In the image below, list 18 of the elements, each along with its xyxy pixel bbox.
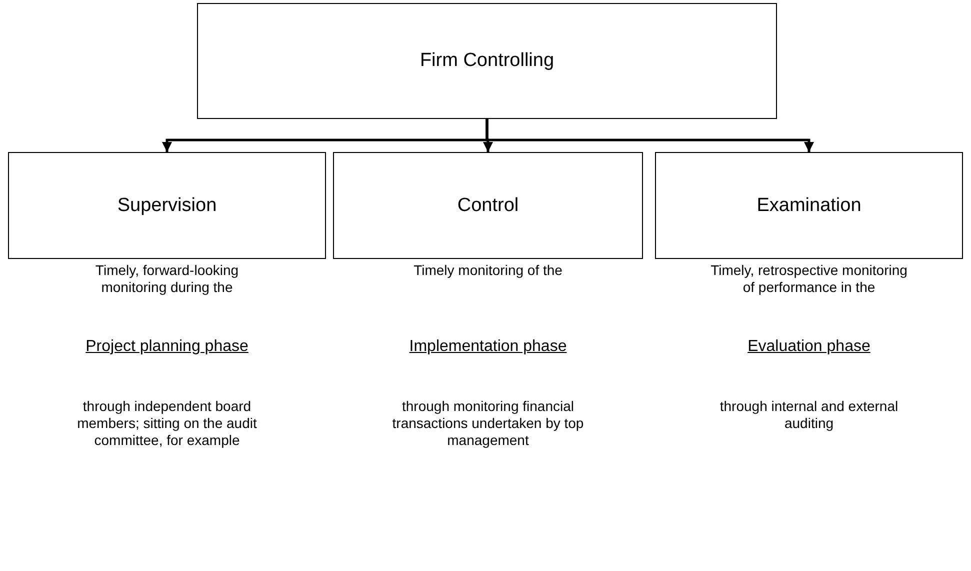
- box-title: Examination: [756, 194, 862, 216]
- method-text: through internal and external auditing: [718, 398, 900, 432]
- phase-heading: Project planning phase: [84, 338, 250, 355]
- process-box: [655, 152, 963, 259]
- box-title: Control: [457, 194, 519, 216]
- description-text: Timely monitoring of the: [412, 262, 564, 279]
- description-text: Timely, forward-looking monitoring during the: [94, 262, 240, 296]
- process-box: [333, 152, 643, 259]
- box-title: Supervision: [117, 194, 217, 216]
- process-box: [8, 152, 326, 259]
- phase-heading: Evaluation phase: [746, 338, 872, 355]
- process-box: [197, 3, 777, 119]
- box-title: Firm Controlling: [420, 50, 554, 72]
- phase-heading: Implementation phase: [408, 338, 568, 355]
- method-text: through monitoring financial transactions undertaken by top management: [391, 398, 585, 449]
- description-text: Timely, retrospective monitoring of performance in the: [710, 262, 908, 296]
- method-text: through independent board members; sitting on the audit committee, for example: [76, 398, 258, 449]
- arrow: [486, 119, 814, 152]
